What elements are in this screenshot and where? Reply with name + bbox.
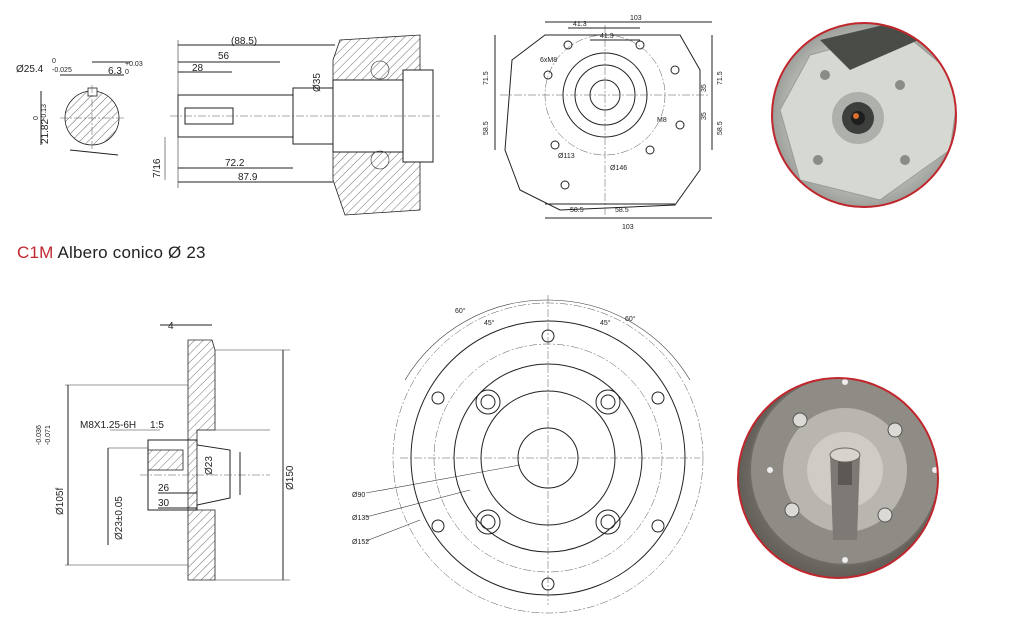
- bottom-dia-150: Ø150: [285, 465, 296, 490]
- bottom-dia-105-tol-bot: -0.071: [45, 425, 52, 445]
- key-depth-tol-bot: -0.13: [41, 104, 48, 120]
- shaft-length-56: 56: [218, 51, 230, 62]
- shaft-total-ref: (88.5): [231, 36, 257, 47]
- flange-left-58: 58.5: [483, 121, 490, 135]
- bottom-angle-60-left: 60°: [455, 307, 466, 315]
- bottom-taper-label: 1:5: [150, 420, 164, 431]
- flange-dia-113: Ø113: [558, 153, 575, 160]
- key-width-tol-bot: 0: [125, 69, 129, 76]
- top-shaft-side-view: [164, 34, 440, 216]
- bottom-dia-105-tol-top: -0.036: [36, 425, 43, 445]
- flange-left-71: 71.5: [483, 71, 490, 85]
- key-depth-tol-top: 0: [33, 116, 40, 120]
- flange-dim-41-b: 41.3: [600, 33, 614, 40]
- keyway-dia-tol-bot: -0.025: [52, 67, 72, 74]
- bottom-angle-45-right: 45°: [600, 319, 611, 327]
- flange-dim-41-a: 41.3: [573, 21, 587, 28]
- bottom-flange-front-view: [365, 295, 704, 614]
- flange-dim-103-bottom: 103: [622, 224, 634, 231]
- section-code: C1M: [17, 243, 54, 262]
- shaft-length-72: 72.2: [225, 158, 245, 169]
- key-width-tol-top: +0.03: [125, 61, 143, 68]
- bottom-angle-60-right: 60°: [625, 315, 636, 323]
- shaft-length-28: 28: [192, 63, 204, 74]
- bottom-thread-label: M8X1.25-6H: [80, 420, 136, 431]
- bottom-dia-23: Ø23: [204, 456, 215, 475]
- flange-dia-146: Ø146: [610, 165, 627, 172]
- bottom-dia-23-tol: Ø23±0.05: [114, 496, 125, 540]
- bottom-dim-30: 30: [158, 498, 170, 509]
- bottom-shaft-section-view: [65, 324, 290, 581]
- flange-dim-103-top: 103: [630, 15, 642, 22]
- shaft-thread: 7/16: [152, 158, 163, 178]
- bottom-dia-105: Ø105f: [55, 488, 66, 515]
- flange-m8-label: M8: [657, 117, 667, 124]
- flange-dim-35-b: 35: [701, 112, 708, 120]
- keyway-diameter-label: Ø25.4: [16, 64, 44, 75]
- flange-bottom-58-a: 58.5: [570, 207, 584, 214]
- top-flange-front-view: [494, 21, 713, 219]
- bottom-angle-45-left: 45°: [484, 319, 495, 327]
- flange-hole-tag: 6xM8: [540, 57, 557, 64]
- flange-right-58: 58.5: [717, 121, 724, 135]
- shaft-dia-35: Ø35: [312, 73, 323, 92]
- shaft-length-87: 87.9: [238, 172, 258, 183]
- flange-bottom-58-b: 58.5: [615, 207, 629, 214]
- flange-dim-35-a: 35: [701, 84, 708, 92]
- bottom-dia-152: Ø152: [352, 539, 369, 546]
- bottom-dim-26: 26: [158, 483, 170, 494]
- keyway-section-view: [40, 61, 130, 156]
- bottom-dia-135: Ø135: [352, 515, 369, 522]
- keyway-dia-tol-top: 0: [52, 58, 56, 65]
- section-title: C1M Albero conico Ø 23: [17, 243, 206, 263]
- bottom-dim-4: 4: [168, 321, 174, 332]
- bottom-dia-90: Ø90: [352, 492, 365, 499]
- key-depth-label: 21.82: [40, 119, 51, 144]
- key-width-label: 6.3: [108, 66, 122, 77]
- conical-shaft-photo: [737, 377, 939, 579]
- section-description: Albero conico Ø 23: [57, 243, 206, 262]
- engine-flange-photo: [771, 22, 957, 208]
- flange-right-71: 71.5: [717, 71, 724, 85]
